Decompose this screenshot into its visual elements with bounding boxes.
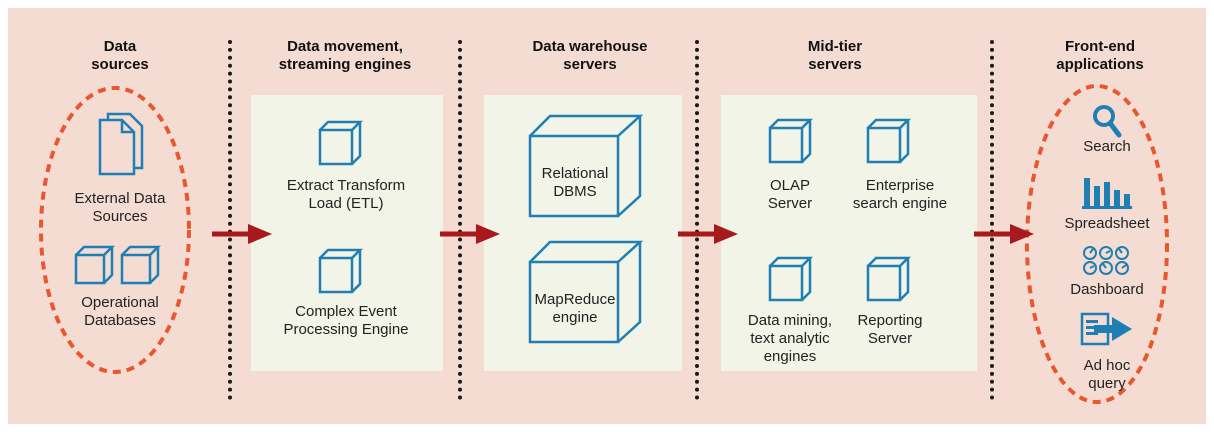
relational-dbms-cube-icon (528, 114, 644, 218)
panel-mid-tier (721, 95, 977, 371)
flow-arrow-3 (678, 224, 738, 244)
enterprise-search-label: Enterprise search engine (852, 177, 948, 212)
operational-databases-label: Operational Databases (81, 294, 159, 329)
dashboard-icon (1083, 246, 1129, 275)
panel-data-movement (251, 95, 443, 371)
data-mining-cube-icon (768, 256, 814, 302)
search-icon (1093, 105, 1122, 138)
mapreduce-cube-icon (528, 240, 644, 344)
sources-oval (39, 86, 191, 374)
dashboard-label: Dashboard (1070, 281, 1144, 298)
column-title-front-end: Front-end applications (1056, 38, 1144, 73)
spreadsheet-label: Spreadsheet (1064, 215, 1150, 232)
column-title-data-movement: Data movement, streaming engines (278, 38, 412, 73)
cep-cube-icon (318, 248, 364, 294)
etl-label: Extract Transform Load (ETL) (286, 177, 406, 212)
flow-arrow-2 (440, 224, 500, 244)
cep-label: Complex Event Processing Engine (283, 303, 409, 338)
divider-4 (990, 40, 994, 400)
column-title-data-sources: Data sources (91, 38, 149, 73)
search-label: Search (1083, 138, 1131, 155)
enterprise-search-cube-icon (866, 118, 912, 164)
divider-2 (458, 40, 462, 400)
flow-arrow-4 (974, 224, 1034, 244)
data-mining-label: Data mining, text analytic engines (747, 312, 833, 365)
ad-hoc-query-icon (1080, 312, 1132, 346)
ad-hoc-query-label: Ad hoc query (1083, 357, 1131, 392)
olap-cube-icon (768, 118, 814, 164)
column-title-mid-tier: Mid-tier servers (807, 38, 863, 73)
spreadsheet-icon (1082, 178, 1132, 209)
reporting-cube-icon (866, 256, 912, 302)
olap-server-label: OLAP Server (767, 177, 813, 212)
divider-3 (695, 40, 699, 400)
column-title-warehouse: Data warehouse servers (532, 38, 648, 73)
external-data-sources-label: External Data Sources (74, 190, 166, 225)
database-cube-icon-1 (74, 245, 116, 285)
relational-dbms-label: Relational DBMS (541, 165, 609, 200)
front-end-oval (1025, 84, 1169, 404)
mapreduce-label: MapReduce engine (534, 291, 616, 326)
divider-1 (228, 40, 232, 400)
documents-icon (98, 112, 144, 176)
panel-warehouse (484, 95, 682, 371)
reporting-server-label: Reporting Server (857, 312, 923, 347)
flow-arrow-1 (212, 224, 272, 244)
database-cube-icon-2 (120, 245, 162, 285)
etl-cube-icon (318, 120, 364, 166)
